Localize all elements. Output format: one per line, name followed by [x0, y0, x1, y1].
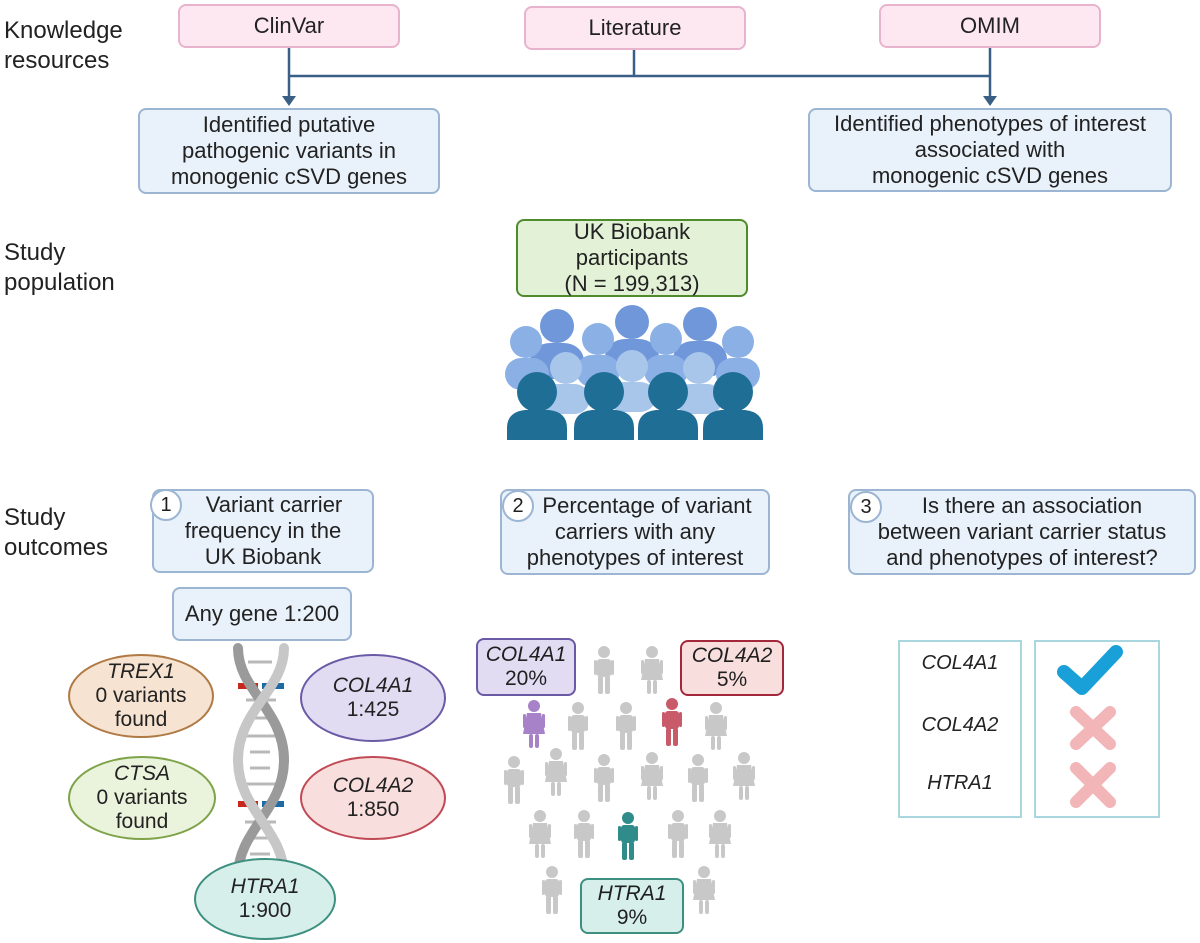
association-gene-panel: [898, 640, 1022, 818]
identified-phenotypes-box: Identified phenotypes of interest associ…: [808, 108, 1172, 192]
identified-variants-box: Identified putative pathogenic variants …: [138, 108, 440, 194]
cross-icon: [1070, 762, 1116, 808]
association-gene-col4a2: COL4A2: [921, 714, 999, 736]
resource-omim: OMIM: [879, 4, 1101, 48]
outcome-3-number: 3: [850, 491, 882, 523]
check-icon: [1057, 645, 1123, 695]
pct-col4a1-tag: COL4A1 20%: [476, 638, 576, 696]
row-label-knowledge-resources: Knowledge resources: [4, 17, 123, 74]
outcome-2-number: 2: [502, 490, 534, 522]
resource-clinvar: ClinVar: [178, 4, 400, 48]
outcome-3-box: Is there an association between variant …: [848, 489, 1196, 575]
row-label-study-outcomes: Study outcomes: [4, 504, 109, 561]
gene-col4a2-ellipse: COL4A2 1:850: [300, 756, 446, 840]
cross-icon: [1070, 706, 1116, 750]
row-label-study-population: Study population: [4, 239, 115, 296]
gene-htra1-ellipse: HTRA1 1:900: [194, 858, 336, 940]
outcome-2-box: Percentage of variant carriers with any …: [500, 489, 770, 575]
uk-biobank-box: UK Biobank participants (N = 199,313): [516, 219, 748, 297]
pct-col4a2-tag: COL4A2 5%: [680, 640, 784, 696]
gene-col4a1-ellipse: COL4A1 1:425: [300, 654, 446, 742]
gene-ctsa-ellipse: CTSA 0 variants found: [68, 756, 216, 840]
any-gene-box: Any gene 1:200: [172, 587, 352, 641]
gene-trex1-ellipse: TREX1 0 variants found: [68, 654, 214, 738]
pct-htra1-tag: HTRA1 9%: [580, 878, 684, 934]
outcome-1-box: Variant carrier frequency in the UK Biob…: [152, 489, 374, 573]
association-gene-col4a1: COL4A1: [921, 652, 999, 674]
outcome-1-number: 1: [150, 489, 182, 521]
association-gene-htra1: HTRA1: [927, 772, 993, 794]
arrow-head-right: [983, 96, 997, 106]
arrow-head-left: [282, 96, 296, 106]
resource-literature: Literature: [524, 6, 746, 50]
